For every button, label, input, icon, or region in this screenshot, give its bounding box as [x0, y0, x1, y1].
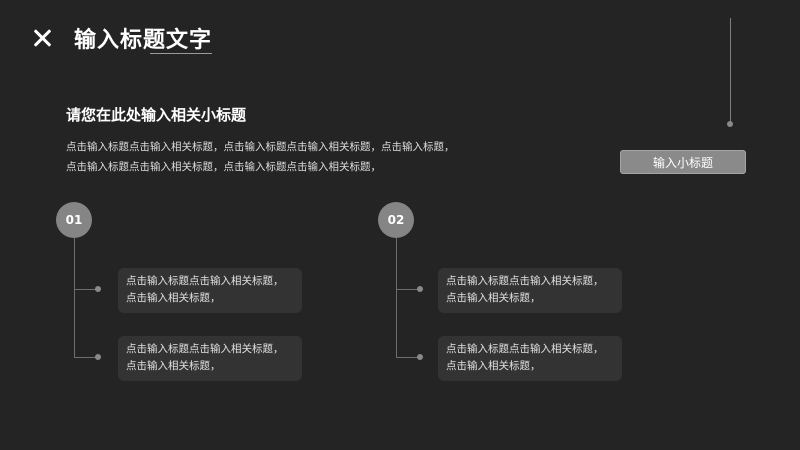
step-number-badge: 01	[56, 202, 92, 238]
branch-dot	[417, 286, 423, 292]
close-icon[interactable]	[31, 27, 53, 49]
card-line: 点击输入标题点击输入相关标题，	[446, 275, 604, 287]
step-connector-branch	[396, 357, 420, 358]
step-connector-vertical	[396, 238, 397, 358]
step-card: 点击输入标题点击输入相关标题， 点击输入相关标题，	[118, 268, 302, 313]
step-connector-branch	[396, 289, 420, 290]
step-connector-branch	[74, 289, 98, 290]
intro-description: 点击输入标题点击输入相关标题，点击输入标题点击输入相关标题，点击输入标题， 点击…	[66, 137, 455, 177]
branch-dot	[95, 286, 101, 292]
step-card: 点击输入标题点击输入相关标题， 点击输入相关标题，	[438, 268, 622, 313]
branch-dot	[95, 354, 101, 360]
right-vertical-line	[730, 18, 731, 122]
card-line: 点击输入相关标题，	[126, 292, 221, 304]
subtitle-button[interactable]: 输入小标题	[620, 150, 746, 174]
card-line: 点击输入相关标题，	[446, 292, 541, 304]
page-title: 输入标题文字	[74, 28, 213, 53]
right-line-dot	[727, 121, 733, 127]
card-line: 点击输入标题点击输入相关标题，	[126, 275, 284, 287]
step-card: 点击输入标题点击输入相关标题， 点击输入相关标题，	[438, 336, 622, 381]
step-card: 点击输入标题点击输入相关标题， 点击输入相关标题，	[118, 336, 302, 381]
title-underline	[150, 53, 212, 54]
branch-dot	[417, 354, 423, 360]
card-line: 点击输入相关标题，	[446, 360, 541, 372]
card-line: 点击输入标题点击输入相关标题，	[126, 343, 284, 355]
intro-line: 点击输入标题点击输入相关标题，点击输入标题点击输入相关标题，点击输入标题，	[66, 141, 455, 153]
step-connector-branch	[74, 357, 98, 358]
section-subheading: 请您在此处输入相关小标题	[66, 106, 247, 124]
intro-line: 点击输入标题点击输入相关标题，点击输入标题点击输入相关标题，	[66, 161, 381, 173]
step-connector-vertical	[74, 238, 75, 358]
step-number-badge: 02	[378, 202, 414, 238]
card-line: 点击输入相关标题，	[126, 360, 221, 372]
card-line: 点击输入标题点击输入相关标题，	[446, 343, 604, 355]
